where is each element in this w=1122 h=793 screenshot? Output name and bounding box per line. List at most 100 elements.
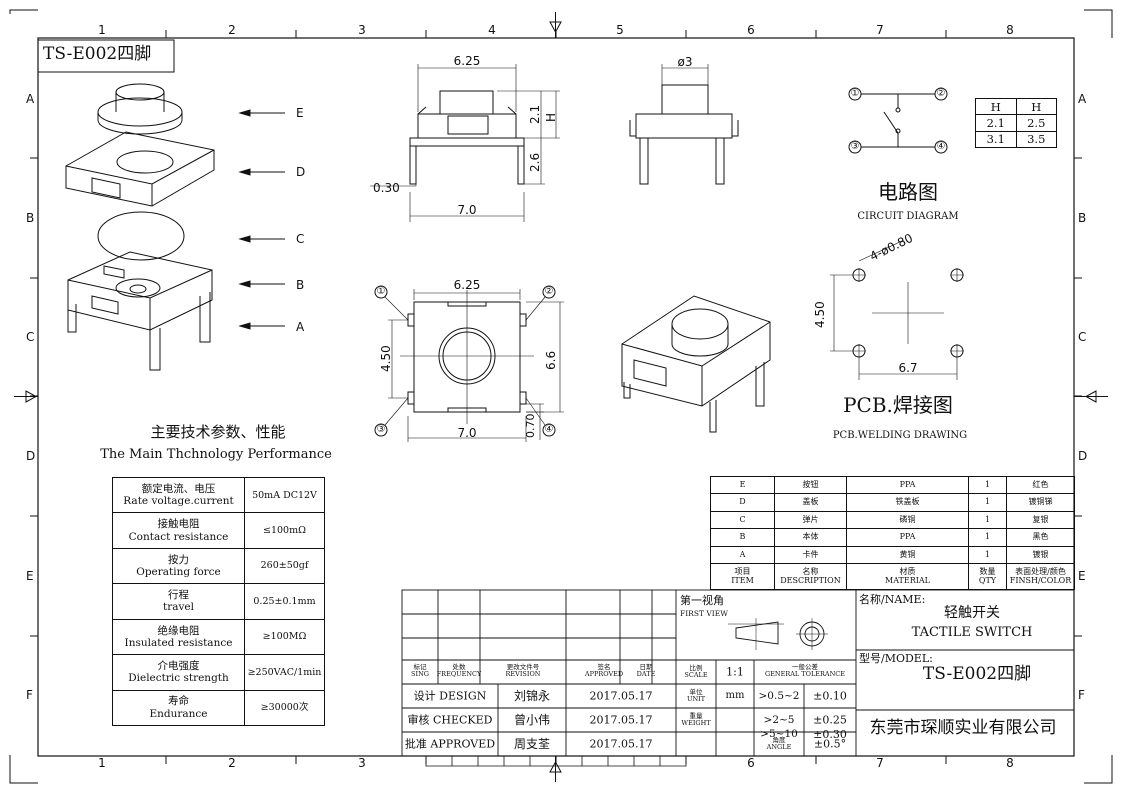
tolerance-value: ±0.25 [813,713,847,727]
perf-name-en: Dielectric strength [128,672,229,685]
scale-label-cn: 比例 [689,664,703,672]
col-label-bottom: 1 [98,756,106,770]
product-name-en: TACTILE SWITCH [911,625,1033,640]
bom-header-en: DESCRIPTION [780,575,841,585]
bom-cell: 复银 [1006,510,1075,530]
col-label-top: 2 [228,23,236,37]
bom-header-en: FINSH/COLOR [1009,575,1072,585]
col-label-bottom: 6 [747,756,755,770]
top-dim-height-left: 4.50 [379,345,393,372]
bom-cell: 本体 [774,528,847,547]
perf-name-cn: 额定电流、电压 [141,482,216,495]
rev-header-cn: 日期 [639,663,653,671]
part-a-terminals [67,292,211,371]
bom-header-cn: 材质 [899,567,916,577]
bom-cell: 1 [968,475,1007,495]
approval-date: 2017.05.17 [589,713,653,727]
bom-cell: 1 [968,493,1007,512]
approval-role: 审核 CHECKED [407,713,493,727]
part-label-c: C [296,232,305,246]
row-label-right: D [1078,449,1088,463]
top-pin-1: ① [376,286,386,297]
approval-name: 周支荃 [513,737,551,751]
part-label-d: D [296,165,306,179]
row-label-right: F [1078,688,1085,702]
row-label-left: D [26,449,36,463]
front-dim-width-bottom: 7.0 [457,203,477,217]
circuit-title-en: CIRCUIT DIAGRAM [857,211,959,222]
approval-role: 设计 DESIGN [413,689,487,703]
perf-name-cn: 寿命 [168,695,189,708]
col-label-bottom: 3 [358,756,366,770]
bom-cell: PPA [846,528,969,547]
exploded-view [65,83,285,371]
part-label-b: B [296,278,305,292]
title-block-grid [401,589,1075,757]
tolerance-range: >0.5~2 [758,689,800,702]
perf-name-en: travel [162,601,194,614]
weight-label-cn: 重量 [689,712,703,720]
col-label-top: 6 [747,23,755,37]
rev-header-en: REVISION [505,669,541,678]
weight-label-en: WEIGHT [681,718,711,727]
rev-header-cn: 签名 [597,663,611,671]
bom-cell: C [710,510,775,530]
row-label-left: F [26,688,33,702]
performance-title-cn: 主要技术参数、性能 [150,423,286,441]
approval-date: 2017.05.17 [589,737,653,751]
top-pin-3: ③ [376,424,386,435]
top-view [374,285,564,442]
model-title-box [37,39,175,73]
tolerance-label-en: GENERAL TOLERANCE [764,669,846,678]
bom-header-cn: 表面处理/颜色 [1015,567,1066,577]
circuit-pin-3: ③ [850,141,860,152]
bottom-ruler [425,756,687,767]
pcb-dim-vertical: 4.50 [813,301,827,328]
part-b-base [67,251,213,331]
perf-name-cn: 行程 [168,589,189,602]
bom-cell: 盖板 [774,493,847,512]
row-label-right: E [1078,569,1086,583]
rev-header-en: FREQUENCY [436,669,482,678]
col-label-top: 8 [1006,23,1014,37]
bom-header-en: QTY [978,575,997,585]
pcb-title-cn: PCB.焊接图 [843,393,953,417]
row-label-left: B [26,211,35,225]
col-label-bottom: 7 [876,756,884,770]
bom-header-en: MATERIAL [885,575,930,585]
part-label-e: E [296,106,304,120]
bom-cell: 红色 [1006,475,1075,495]
approval-date: 2017.05.17 [589,689,653,703]
perf-value: 0.25±0.1mm [244,583,325,620]
first-view-en: FIRST VIEW [680,609,728,618]
circuit-pin-2: ② [936,88,946,99]
bom-cell: 1 [968,510,1007,530]
name-label: 名称/NAME: [859,593,926,606]
bom-cell: 黑色 [1006,528,1075,547]
top-dim-pin-gap: 0.70 [524,413,537,439]
perf-name-cn: 按力 [168,553,189,566]
tolerance-value: ±0.30 [813,728,847,741]
part-c-dome [97,211,185,261]
perf-name-cn: 接触电阻 [157,518,200,531]
front-dim-lead: 0.30 [373,181,400,195]
part-e-button [97,83,183,135]
perf-name-en: Contact resistance [128,530,229,543]
approval-name: 刘锦永 [513,689,551,703]
